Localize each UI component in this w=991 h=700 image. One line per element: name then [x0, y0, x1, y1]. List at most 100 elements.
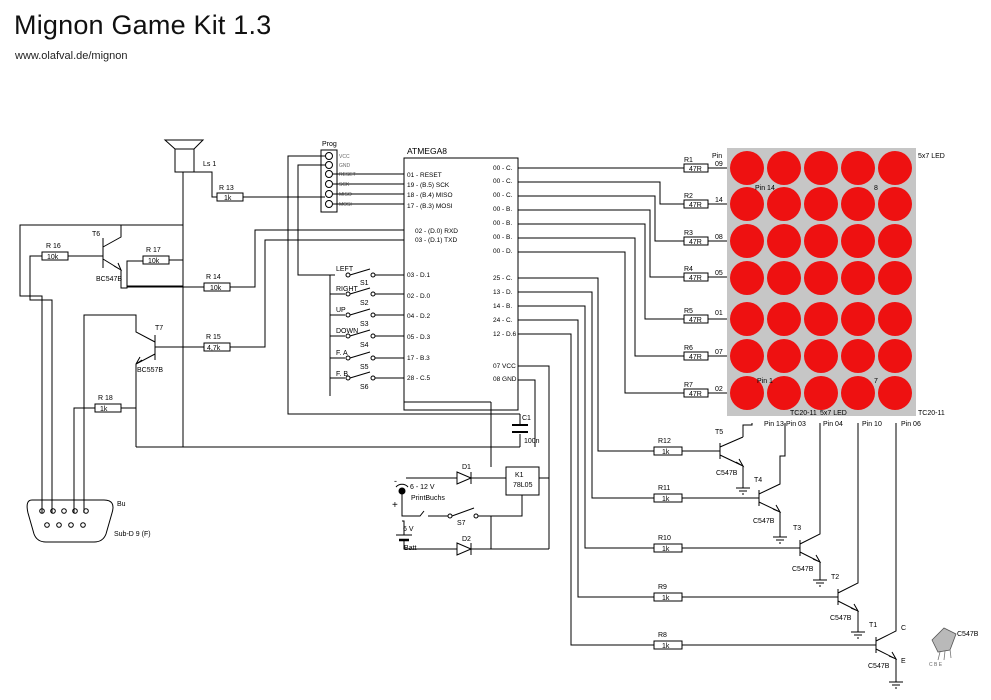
transistor-t5-name: T5: [715, 429, 723, 436]
transistor-t2-name: T2: [831, 574, 839, 581]
resistor-r4-name: R4: [684, 266, 693, 273]
to92-body: [931, 627, 957, 653]
serial-type: Sub-D 9 (F): [114, 531, 151, 538]
switch-lever: [349, 287, 404, 295]
switch-s6-name: S6: [360, 384, 369, 391]
sub-d9-pin: [83, 508, 89, 514]
resistor-r16: R 16 10k: [29, 243, 69, 513]
column-pin-06: Pin 06: [901, 421, 921, 428]
sub-d9-pin: [72, 508, 78, 514]
transistor-t7-type: BC557B: [137, 367, 163, 374]
ground-t5: [736, 487, 750, 495]
diode-d1-bar: [470, 472, 506, 484]
row-pin-09: 09: [715, 161, 723, 168]
led-dot: [804, 151, 838, 185]
resistor-r8-name: R8: [658, 632, 667, 639]
row-pin-05: 05: [715, 270, 723, 277]
led-dot: [878, 376, 912, 410]
switch-s3: UP S3: [336, 307, 404, 328]
sub-d9-pin: [61, 508, 67, 514]
resistor-r13-value: 1k: [224, 195, 232, 202]
transistor-t1-name: T1: [869, 622, 877, 629]
vcc-gnd-wires: [490, 365, 550, 549]
transistor-t6: T6 BC547B: [19, 224, 183, 513]
transistor-t4-type: C547B: [753, 518, 775, 525]
resistor-r15-name: R 15: [206, 334, 221, 341]
resistor-r13: R 13 1k: [216, 185, 325, 202]
transistor-package-icon: C547B C B E: [929, 627, 979, 668]
speaker-wires: [182, 171, 217, 447]
led-dot: [767, 302, 801, 336]
package-pins: C B E: [929, 662, 943, 668]
resistor-r11-value: 1k: [662, 496, 670, 503]
resistor-r17: R 17 10k: [142, 247, 183, 265]
sub-d9-pin: [56, 522, 62, 528]
switch-s4-name: S4: [360, 342, 369, 349]
resistor-r13-name: R 13: [219, 185, 234, 192]
matrix-label-8: 8: [874, 185, 878, 192]
regulator-wires: [491, 477, 549, 517]
switch-lever: [349, 329, 404, 337]
supply-plus: +: [392, 500, 398, 511]
switch-s1: LEFT S1: [336, 266, 404, 287]
switch-s2-name: S2: [360, 300, 369, 307]
switch-s4-label: DOWN: [336, 328, 358, 335]
matrix-title: 5x7 LED: [918, 153, 945, 160]
speaker-name: Ls 1: [203, 161, 216, 168]
switch-s7-contact: [473, 513, 479, 519]
chip-right-pin: 00 - C.: [493, 192, 513, 199]
matrix-label-7: 7: [874, 378, 878, 385]
battery-voltage: 6 V: [403, 526, 414, 533]
capacitor-name: C1: [522, 415, 531, 422]
ground-t1: [889, 681, 903, 689]
chip-right-pin: 13 - D.: [493, 289, 513, 296]
switch-contact: [370, 272, 376, 278]
chip-name: ATMEGA8: [407, 146, 447, 156]
t1-emitter-label: E: [901, 658, 906, 665]
prog-pin-label: SCK: [339, 182, 350, 188]
chip-right-pin: 00 - B.: [493, 234, 512, 241]
resistor-r6-name: R6: [684, 345, 693, 352]
capacitor-plates: [512, 424, 528, 433]
power-supply: - + 6 - 12 V PrintBuchs D1 K1 78L05 S7 6…: [392, 464, 549, 556]
jack-symbol: [395, 483, 409, 488]
supply-rails: [136, 401, 521, 448]
led-dot: [878, 187, 912, 221]
resistor-r18: R 18 1k: [73, 395, 136, 513]
r16-wire: [29, 255, 53, 513]
led-dot: [730, 224, 764, 258]
row-wires: [521, 167, 684, 394]
supply-minus: -: [394, 476, 397, 486]
led-dot: [841, 339, 875, 373]
column-wires: [521, 277, 654, 646]
diode-d2-bar: [470, 543, 549, 555]
switch-s7-contact: [447, 513, 453, 519]
led-dot: [804, 261, 838, 295]
resistor-r4-value: 47R: [689, 275, 702, 282]
row-pin-01: 01: [715, 310, 723, 317]
resistor-r16-value: 10k: [47, 254, 59, 261]
sub-d9-pin: [68, 522, 74, 528]
resistor-r6-value: 47R: [689, 354, 702, 361]
transistor-t5: [682, 423, 753, 488]
led-dot: [841, 187, 875, 221]
resistor-r2-value: 47R: [689, 202, 702, 209]
prog-supply-wires: [287, 155, 520, 415]
led-dot: [767, 339, 801, 373]
resistor-r12-value: 1k: [662, 449, 670, 456]
switch-s1-label: LEFT: [336, 266, 354, 273]
sub-d9-pin: [50, 508, 56, 514]
led-dot: [804, 376, 838, 410]
switch-contact: [370, 312, 376, 318]
chip-right-pin: 08 GND: [493, 376, 517, 383]
resistor-r9-value: 1k: [662, 595, 670, 602]
switch-contact: [370, 375, 376, 381]
prog-pin: [325, 200, 333, 208]
prog-pin: [325, 180, 333, 188]
diode-d2-name: D2: [462, 536, 471, 543]
switch-s5: F. A S5: [336, 350, 404, 371]
serial-connector: Bu Sub-D 9 (F): [26, 499, 151, 543]
resistor-r5-value: 47R: [689, 317, 702, 324]
switch-s5-name: S5: [360, 364, 369, 371]
ground-t2: [851, 631, 865, 639]
